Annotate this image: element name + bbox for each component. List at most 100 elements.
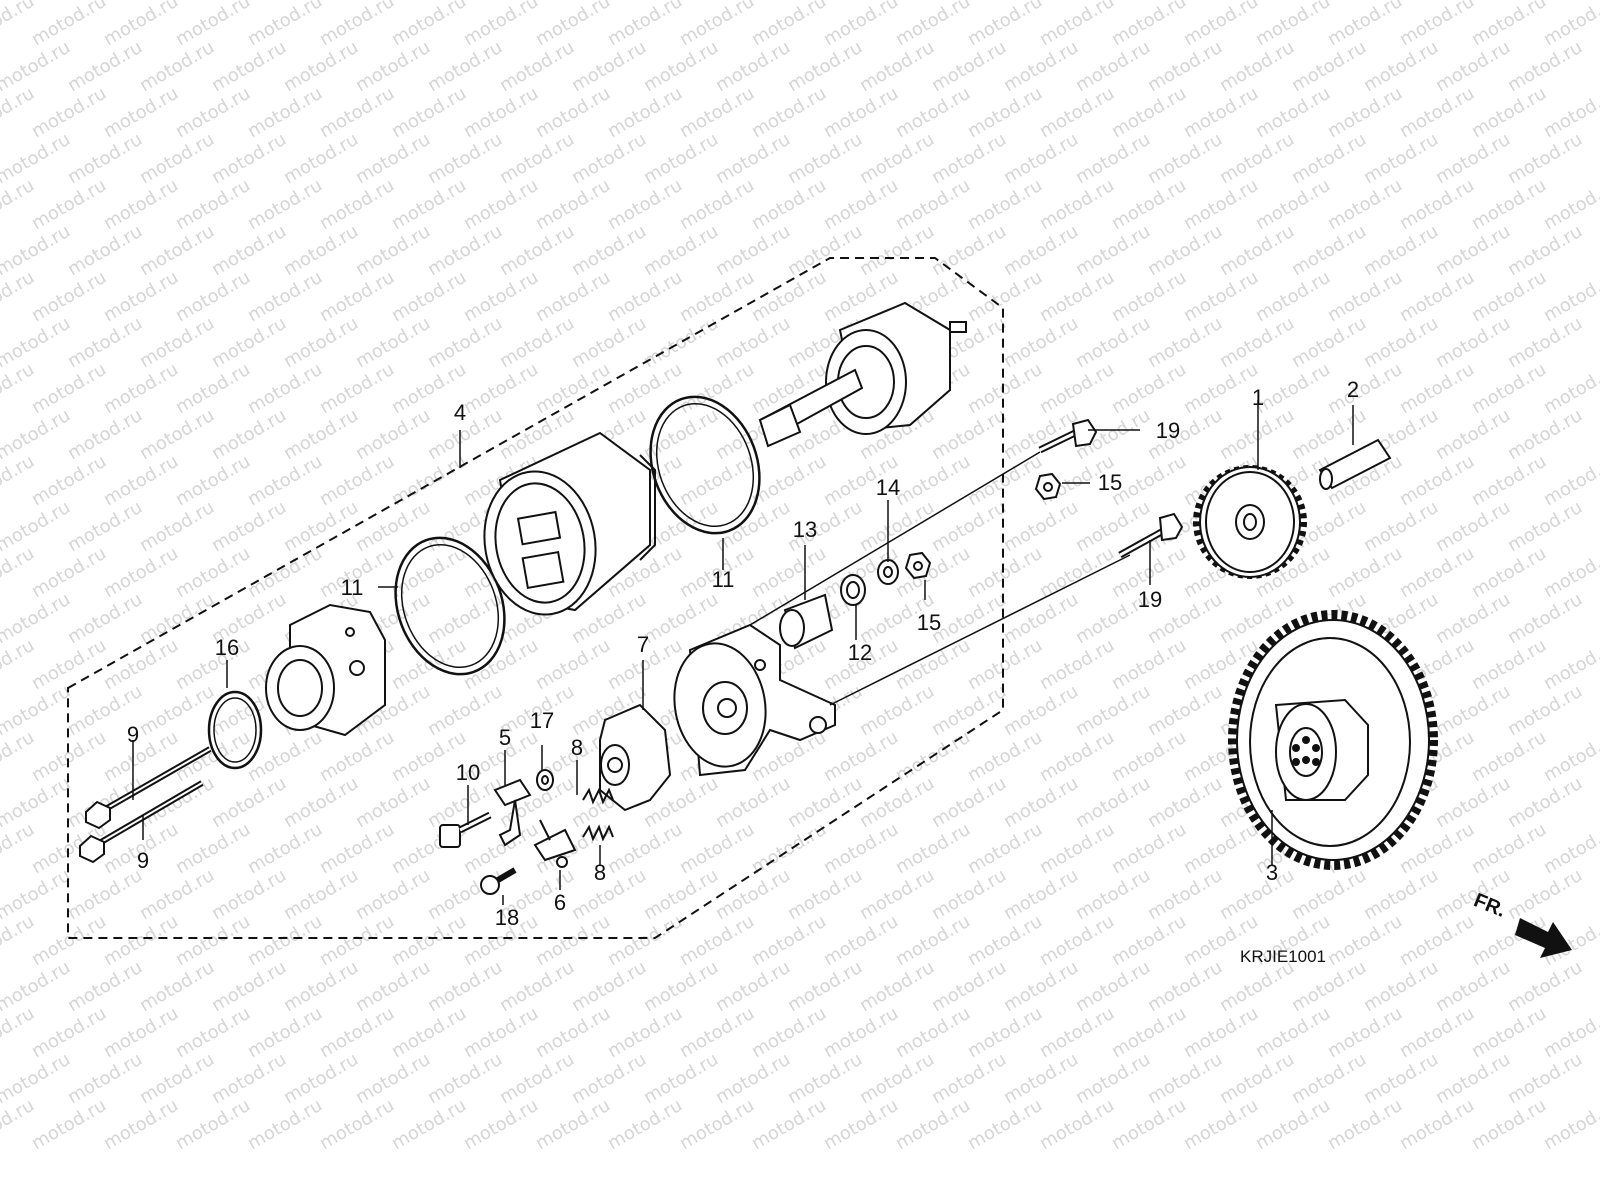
watermark-text: motod.ru [316,175,398,234]
watermark-text: motod.ru [1396,175,1478,234]
watermark-text: motod.ru [244,83,326,142]
watermark-text: motod.ru [1360,313,1442,372]
watermark-text: motod.ru [784,129,866,188]
watermark-text: motod.ru [1072,129,1154,188]
watermark-text: motod.ru [136,681,218,740]
watermark-text: motod.ru [460,819,542,878]
watermark-text: motod.ru [640,1049,722,1108]
watermark-text: motod.ru [1144,37,1226,96]
watermark-text: motod.ru [1360,497,1442,556]
callout-8a: 8 [571,735,583,760]
watermark-text: motod.ru [892,1003,974,1062]
watermark-text: motod.ru [172,635,254,694]
watermark-text: motod.ru [676,267,758,326]
watermark-text: motod.ru [1504,1049,1586,1108]
shaft-part-2 [1318,438,1392,490]
watermark-text: motod.ru [352,865,434,924]
watermark-text: motod.ru [820,83,902,142]
watermark-text: motod.ru [424,37,506,96]
watermark-text: motod.ru [784,773,866,832]
watermark-text: motod.ru [136,865,218,924]
watermark-text: motod.ru [244,1095,326,1154]
watermark-text: motod.ru [928,1049,1010,1108]
callout-7: 7 [637,632,649,657]
watermark-layer: motod.rumotod.rumotod.rumotod.rumotod.ru… [0,0,1600,1154]
watermark-text: motod.ru [460,1095,542,1154]
watermark-text: motod.ru [1360,37,1442,96]
watermark-text: motod.ru [496,221,578,280]
o-ring-part-11a [394,536,506,676]
watermark-text: motod.ru [460,359,542,418]
watermark-text: motod.ru [1216,865,1298,924]
callout-1: 1 [1252,385,1264,410]
watermark-text: motod.ru [316,451,398,510]
watermark-text: motod.ru [208,405,290,464]
watermark-text: motod.ru [1396,1003,1478,1062]
watermark-text: motod.ru [820,0,902,50]
watermark-text: motod.ru [496,1049,578,1108]
watermark-text: motod.ru [64,313,146,372]
watermark-text: motod.ru [712,221,794,280]
watermark-text: motod.ru [640,313,722,372]
watermark-text: motod.ru [1216,221,1298,280]
washer-part-12 [840,574,866,606]
watermark-text: motod.ru [1000,681,1082,740]
callout-labels: 1 2 3 4 5 6 7 8 8 9 9 10 11 11 12 13 14 … [127,377,1359,930]
watermark-text: motod.ru [64,221,146,280]
watermark-text: motod.ru [1216,405,1298,464]
gear-part-3 [1228,610,1438,870]
watermark-text: motod.ru [1432,313,1514,372]
watermark-text: motod.ru [1504,405,1586,464]
watermark-text: motod.ru [208,957,290,1016]
watermark-text: motod.ru [964,819,1046,878]
watermark-text: motod.ru [28,83,110,142]
watermark-text: motod.ru [1504,957,1586,1016]
watermark-text: motod.ru [1072,221,1154,280]
watermark-text: motod.ru [316,819,398,878]
watermark-text: motod.ru [280,1049,362,1108]
callout-9a: 9 [127,722,139,747]
watermark-text: motod.ru [928,773,1010,832]
watermark-text: motod.ru [136,957,218,1016]
watermark-text: motod.ru [1324,543,1406,602]
watermark-text: motod.ru [604,359,686,418]
watermark-text: motod.ru [64,865,146,924]
nut-part-15b [1034,472,1062,501]
watermark-text: motod.ru [676,451,758,510]
watermark-text: motod.ru [748,543,830,602]
watermark-text: motod.ru [388,0,470,50]
callout-19a: 19 [1156,418,1180,443]
watermark-text: motod.ru [1324,359,1406,418]
watermark-text: motod.ru [928,221,1010,280]
watermark-text: motod.ru [1396,359,1478,418]
bolt-part-9b [79,780,204,864]
watermark-text: motod.ru [316,911,398,970]
watermark-text: motod.ru [640,37,722,96]
watermark-text: motod.ru [1324,175,1406,234]
watermark-text: motod.ru [1216,313,1298,372]
watermark-text: motod.ru [568,1049,650,1108]
o-ring-part-11b [649,395,761,535]
watermark-text: motod.ru [28,267,110,326]
motor-yoke [483,431,656,616]
watermark-text: motod.ru [460,83,542,142]
watermark-text: motod.ru [1036,83,1118,142]
watermark-text: motod.ru [1108,911,1190,970]
watermark-text: motod.ru [640,129,722,188]
watermark-text: motod.ru [172,451,254,510]
watermark-text: motod.ru [1432,1049,1514,1108]
gear-part-1 [1193,465,1307,579]
watermark-text: motod.ru [496,313,578,372]
watermark-text: motod.ru [280,129,362,188]
watermark-text: motod.ru [856,1049,938,1108]
watermark-text: motod.ru [352,957,434,1016]
callout-13: 13 [793,517,817,542]
watermark-text: motod.ru [1072,313,1154,372]
watermark-text: motod.ru [1252,175,1334,234]
watermark-text: motod.ru [784,957,866,1016]
watermark-text: motod.ru [820,911,902,970]
watermark-text: motod.ru [1000,497,1082,556]
watermark-text: motod.ru [1216,129,1298,188]
watermark-text: motod.ru [892,0,974,50]
watermark-text: motod.ru [136,405,218,464]
